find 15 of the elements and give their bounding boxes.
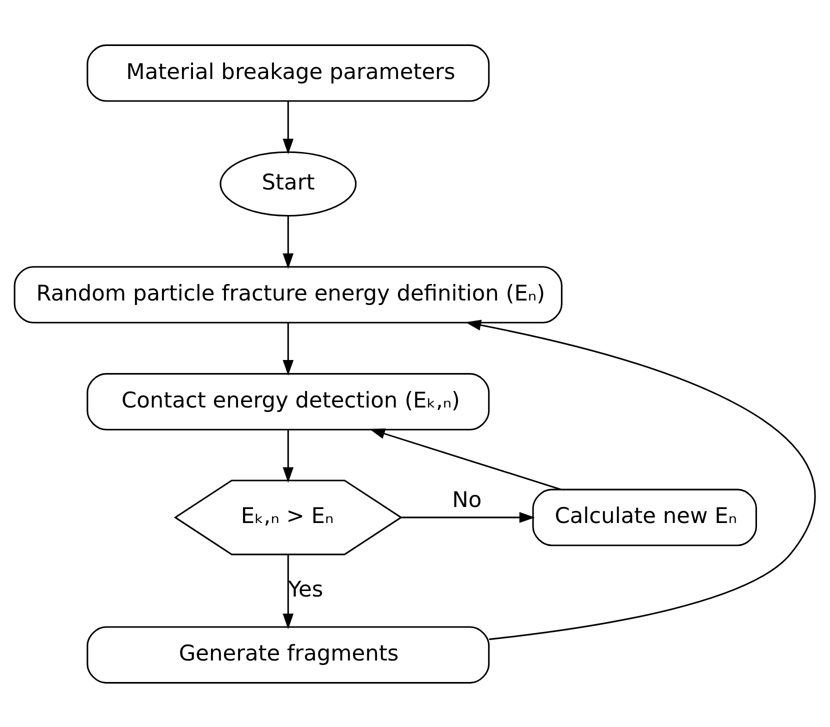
arrow xyxy=(282,216,294,268)
arrow xyxy=(400,512,535,522)
arrow xyxy=(282,322,294,375)
arrow xyxy=(282,554,294,629)
node-box: Calculate new Eₙ xyxy=(532,488,757,546)
node-box: Material breakage parameters xyxy=(86,44,490,102)
node-box: Generate fragments xyxy=(86,626,490,684)
arrow xyxy=(465,319,816,640)
arrow xyxy=(369,428,562,490)
edge-label: No xyxy=(452,487,482,512)
arrow xyxy=(282,429,294,482)
node-box: Random particle fracture energy definition (Eₙ) xyxy=(14,266,562,323)
node-box: Contact energy detection (Eₖ,ₙ) xyxy=(86,372,490,430)
arrow xyxy=(282,100,294,154)
node-ellipse: Start xyxy=(220,150,357,216)
